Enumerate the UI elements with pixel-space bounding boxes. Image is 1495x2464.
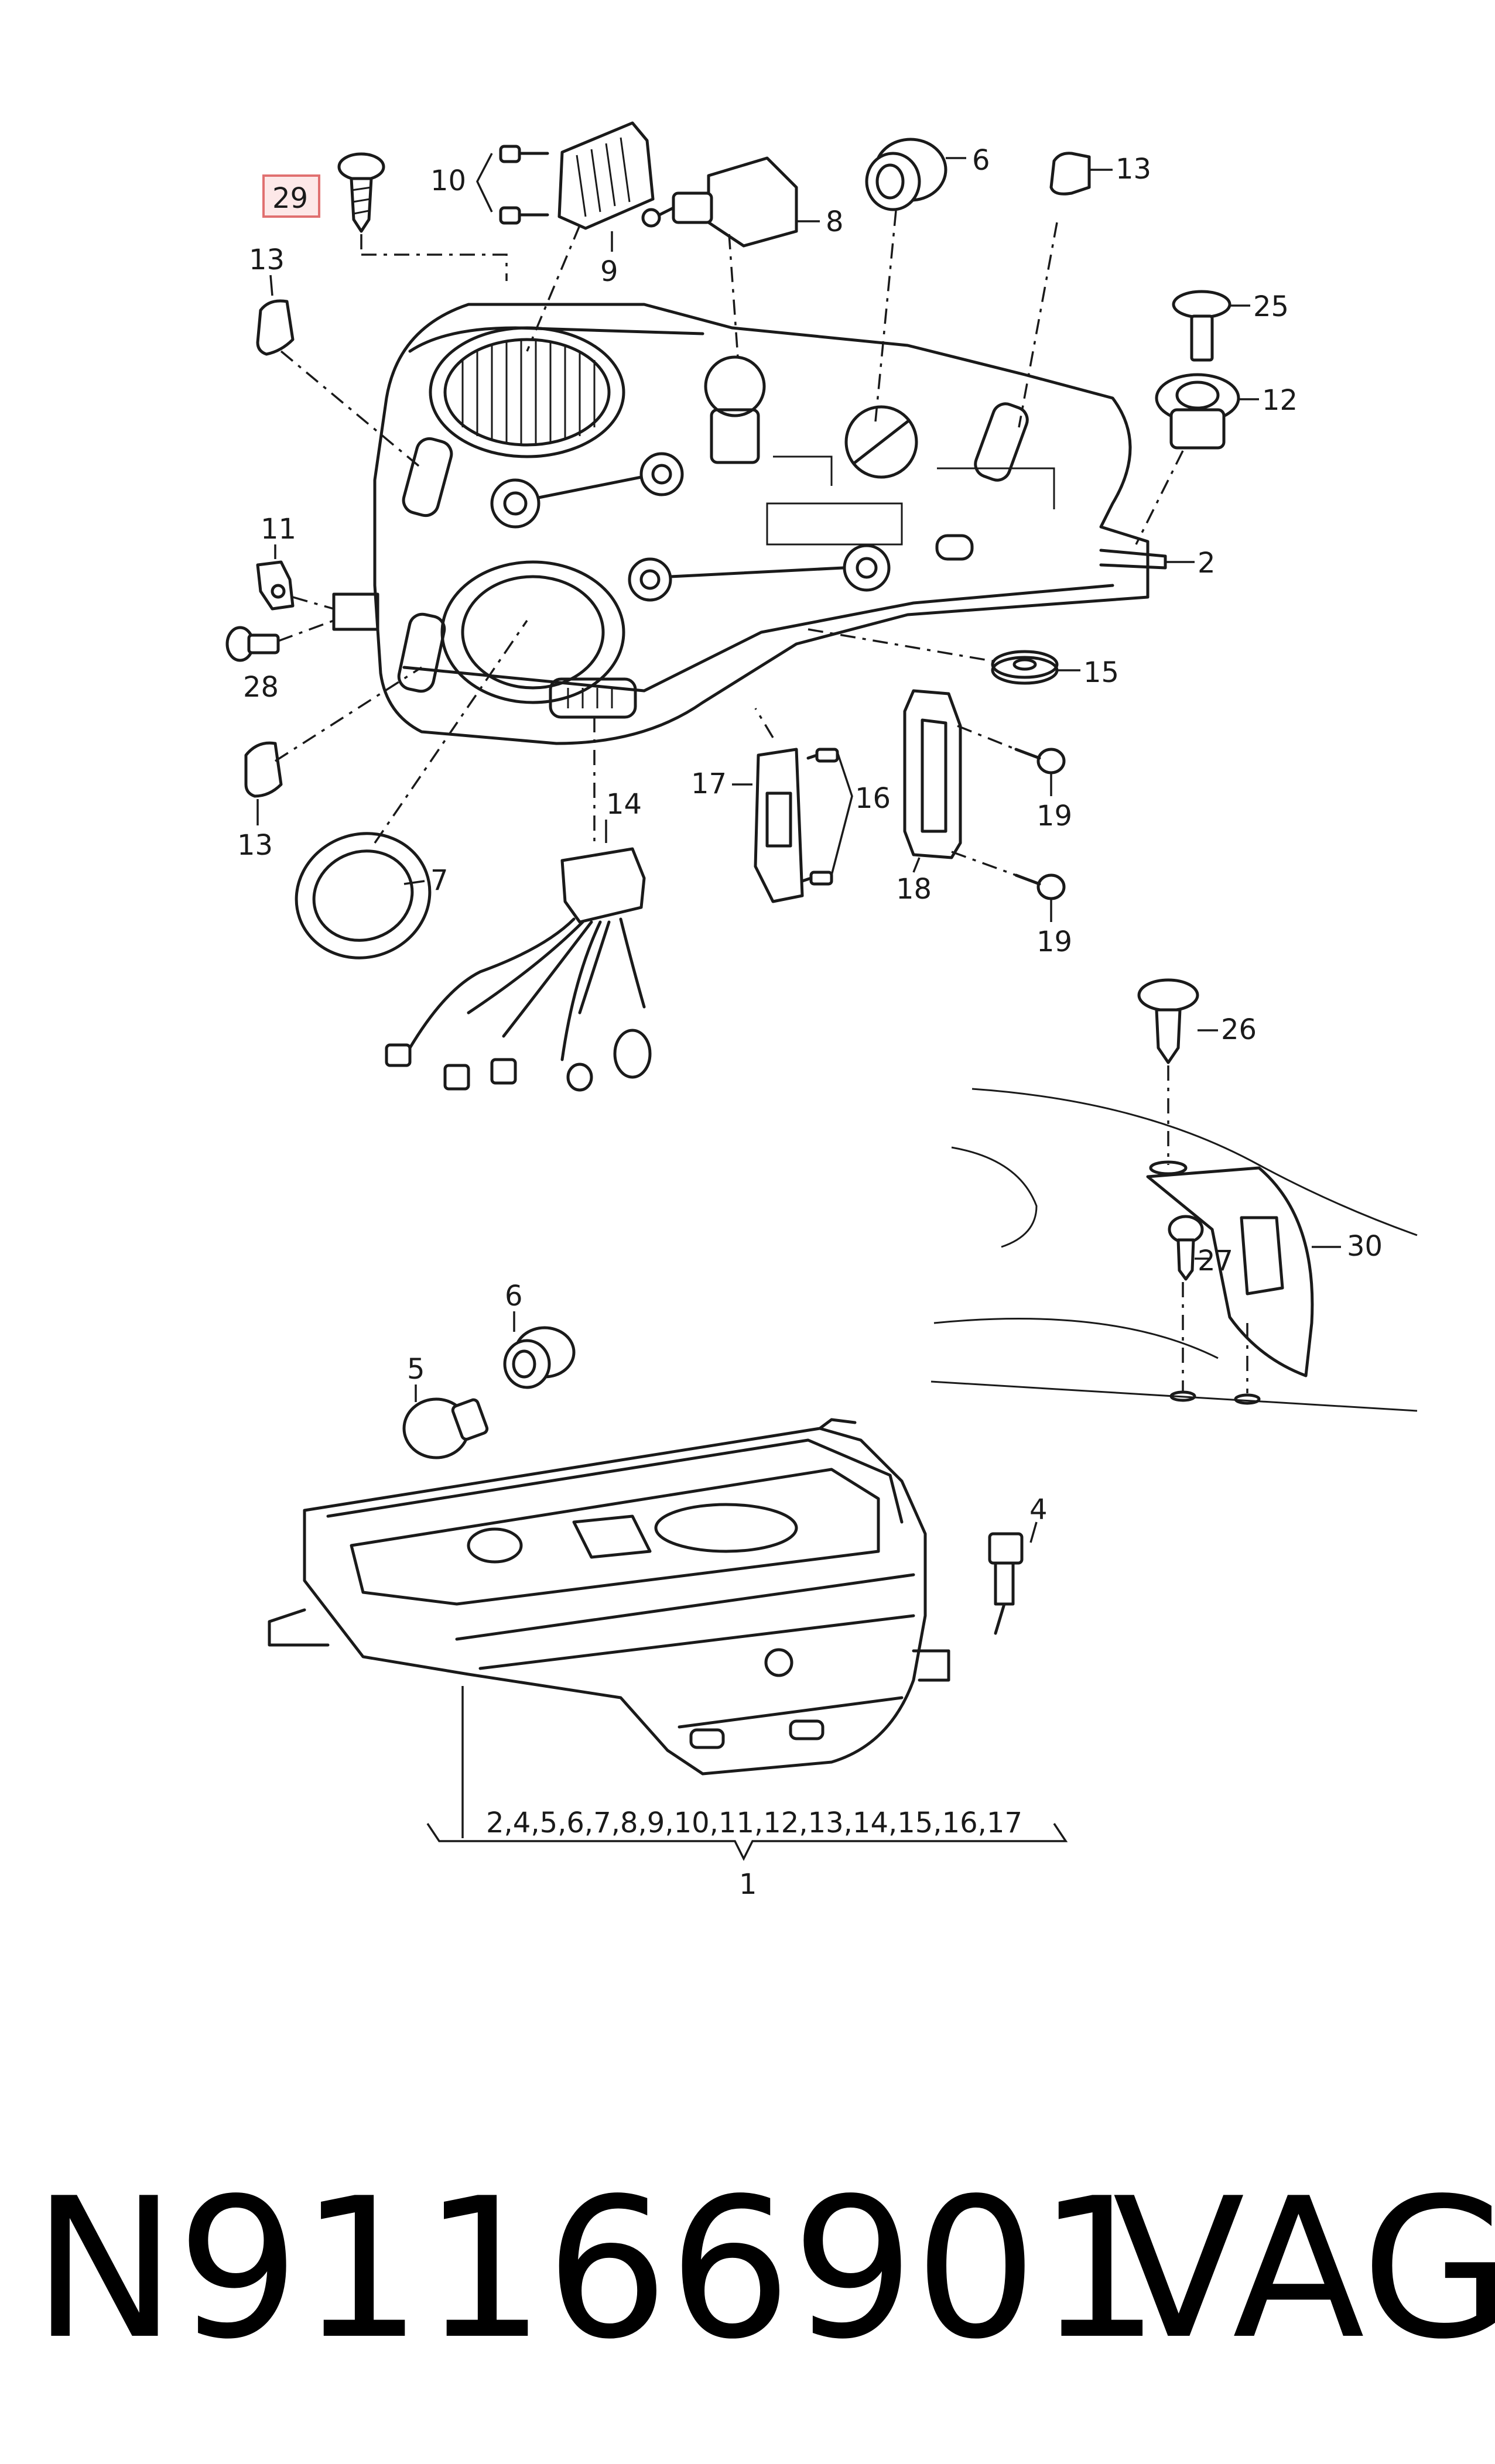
callout-28: 28 xyxy=(243,671,279,704)
callout-8: 8 xyxy=(826,205,844,238)
callout-13-top-right: 13 xyxy=(1116,153,1151,186)
headlight-housing-rear xyxy=(332,303,1167,745)
callout-7: 7 xyxy=(430,864,449,897)
callout-15: 15 xyxy=(1083,656,1119,689)
screw-16-icon xyxy=(800,748,839,886)
callout-25: 25 xyxy=(1253,290,1289,323)
screw-19-lower-icon xyxy=(1014,873,1066,900)
plug-13-bottom-left-icon xyxy=(244,741,283,798)
brand-name: VAG xyxy=(1113,2157,1495,2381)
callout-19-upper: 19 xyxy=(1036,800,1072,832)
callout-11: 11 xyxy=(261,513,296,546)
callout-29: 29 xyxy=(272,182,308,215)
grille-cover-7-icon xyxy=(295,832,432,959)
washer-15-icon xyxy=(991,650,1059,685)
callout-14: 14 xyxy=(606,788,642,821)
footer: N91166901 VAG xyxy=(32,2157,1495,2381)
callout-9: 9 xyxy=(600,255,618,288)
wiring-harness-14-icon xyxy=(385,847,652,1092)
callout-6-lower: 6 xyxy=(505,1280,523,1312)
highlighted-callout-box xyxy=(262,174,320,218)
vent-membrane-9-icon xyxy=(557,121,655,230)
bulb-4-icon xyxy=(988,1532,1024,1635)
callout-18: 18 xyxy=(896,873,932,906)
callout-6-top: 6 xyxy=(972,144,990,177)
callout-27: 27 xyxy=(1198,1245,1233,1277)
callout-10: 10 xyxy=(430,165,466,197)
part-number: N91166901 xyxy=(32,2157,1161,2381)
headlight-assembly-front xyxy=(268,1418,950,1776)
callout-19-lower: 19 xyxy=(1036,926,1072,958)
bulb-socket-6-lower-icon xyxy=(503,1326,576,1389)
callout-2: 2 xyxy=(1198,547,1216,580)
callout-5: 5 xyxy=(407,1353,425,1386)
screw-19-upper-icon xyxy=(1014,748,1066,775)
callout-12: 12 xyxy=(1262,384,1298,417)
callout-16: 16 xyxy=(855,782,891,815)
screw-28-icon xyxy=(225,626,280,662)
callout-bracket-list: 2,4,5,6,7,8,9,10,11,12,13,14,15,16,17 xyxy=(486,1807,1022,1839)
bracket-17-icon xyxy=(754,748,804,903)
clip-11-icon xyxy=(256,560,295,611)
plug-13-top-left-icon xyxy=(256,299,295,356)
callout-17: 17 xyxy=(691,767,727,800)
screw-10-icon xyxy=(499,145,549,225)
bolt-26-icon xyxy=(1137,978,1199,1064)
callout-13-bottom-left: 13 xyxy=(237,829,273,862)
bolt-25-icon xyxy=(1172,290,1231,362)
callout-30: 30 xyxy=(1347,1230,1383,1263)
bulb-5-icon xyxy=(402,1397,489,1459)
grommet-12-icon xyxy=(1155,373,1240,450)
callout-13-top-left: 13 xyxy=(249,244,285,276)
callout-4: 4 xyxy=(1029,1493,1048,1526)
adjuster-motor-8-icon xyxy=(641,156,798,248)
plug-13-top-right-icon xyxy=(1049,152,1091,196)
callout-1: 1 xyxy=(739,1868,757,1901)
callout-26: 26 xyxy=(1221,1013,1257,1046)
bolt-27-icon xyxy=(1168,1215,1204,1281)
callout-labels: 29 10 9 8 6 13 13 25 12 2 11 28 15 13 17… xyxy=(237,144,1383,1901)
screw-29-icon xyxy=(337,152,385,233)
mounting-area-detail xyxy=(930,1088,1418,1412)
bulb-socket-6-icon xyxy=(865,138,947,211)
trim-frame-18-icon xyxy=(903,689,962,859)
